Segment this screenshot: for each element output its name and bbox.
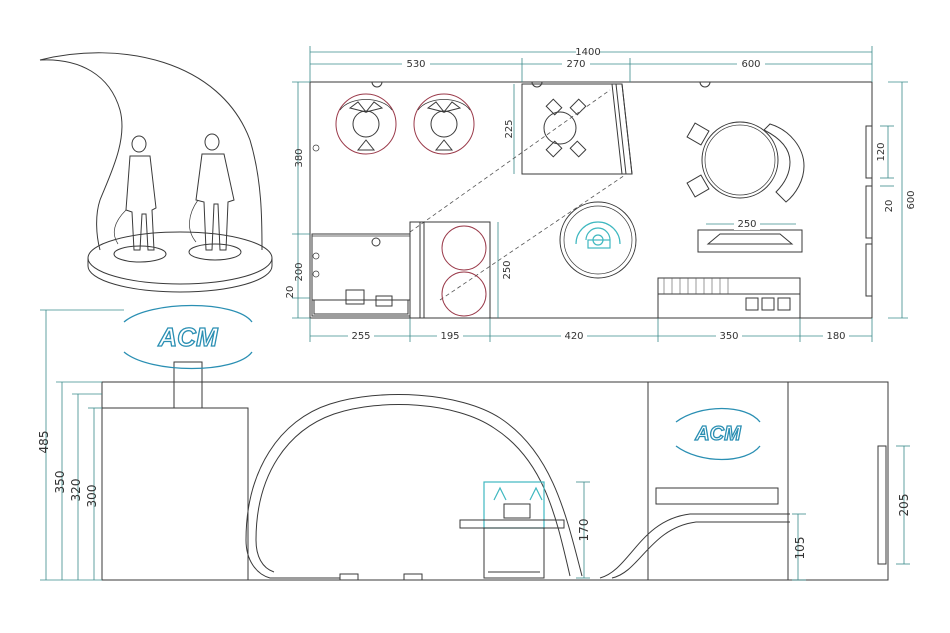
plan-dim-200: 200: [294, 262, 305, 281]
acm-logo-text-top: ACM: [157, 322, 219, 352]
plan-dim-420: 420: [564, 331, 583, 342]
acm-logo-top: ACM: [123, 304, 253, 370]
reception-counter: 250: [697, 218, 803, 253]
plan-dim-total: 1400: [575, 47, 600, 58]
elev-dim-300: 300: [85, 485, 99, 508]
ceiling-lights: [371, 81, 711, 88]
plan-dim-225: 225: [504, 119, 515, 138]
elevation-view: ACM 170: [37, 304, 911, 581]
meeting-area: 225: [504, 83, 633, 175]
vr-seat-2: [413, 93, 475, 155]
acm-logo-text-right: ACM: [694, 423, 742, 445]
floor-plan: 1400 530 270 600 255 195 420 350: [285, 46, 917, 342]
acm-logo-right: ACM: [675, 407, 761, 461]
plan-dim-120: 120: [876, 142, 887, 161]
vr-dome-plan: [559, 201, 637, 279]
elev-dim-170: 170: [577, 519, 591, 542]
plan-dim-270: 270: [566, 59, 585, 70]
plan-dim-20-right: 20: [884, 200, 895, 213]
vr-dome-perspective: [39, 52, 273, 293]
person-figure-1: [114, 135, 157, 251]
plan-dim-180: 180: [826, 331, 845, 342]
storage-room: [311, 233, 411, 317]
plan-dim-380: 380: [294, 148, 305, 167]
elev-dim-485: 485: [37, 431, 51, 454]
person-figure-2: [189, 133, 235, 251]
vr-podium: 170: [459, 481, 591, 579]
vr-seat-1: [335, 93, 397, 155]
plan-dim-20-left: 20: [285, 286, 296, 299]
round-table-lounge: [686, 121, 805, 203]
plan-dim-250-counter: 250: [737, 219, 756, 230]
plan-dim-530: 530: [406, 59, 425, 70]
vr-zone-2: 250: [409, 221, 513, 319]
plan-dim-600: 600: [741, 59, 760, 70]
elev-dim-205: 205: [897, 494, 911, 517]
plan-dimensions-top: 1400 530 270 600: [309, 46, 873, 82]
plan-dimensions-right: 120 20 600: [876, 81, 917, 319]
bar-counter: [657, 277, 801, 319]
plan-dimensions-left: 380 200 20: [285, 81, 310, 319]
plan-dim-250-vr: 250: [502, 260, 513, 279]
plan-dim-195: 195: [440, 331, 459, 342]
plan-dimensions-bottom: 255 195 420 350 180: [309, 318, 873, 342]
plan-dim-350: 350: [719, 331, 738, 342]
elev-dim-320: 320: [69, 479, 83, 502]
plan-dim-600-right: 600: [906, 190, 917, 209]
elevation-dimensions-left: 485 350 320 300: [37, 309, 124, 581]
elev-dim-350: 350: [53, 471, 67, 494]
elev-dim-105: 105: [793, 537, 807, 560]
plan-dim-255: 255: [351, 331, 370, 342]
